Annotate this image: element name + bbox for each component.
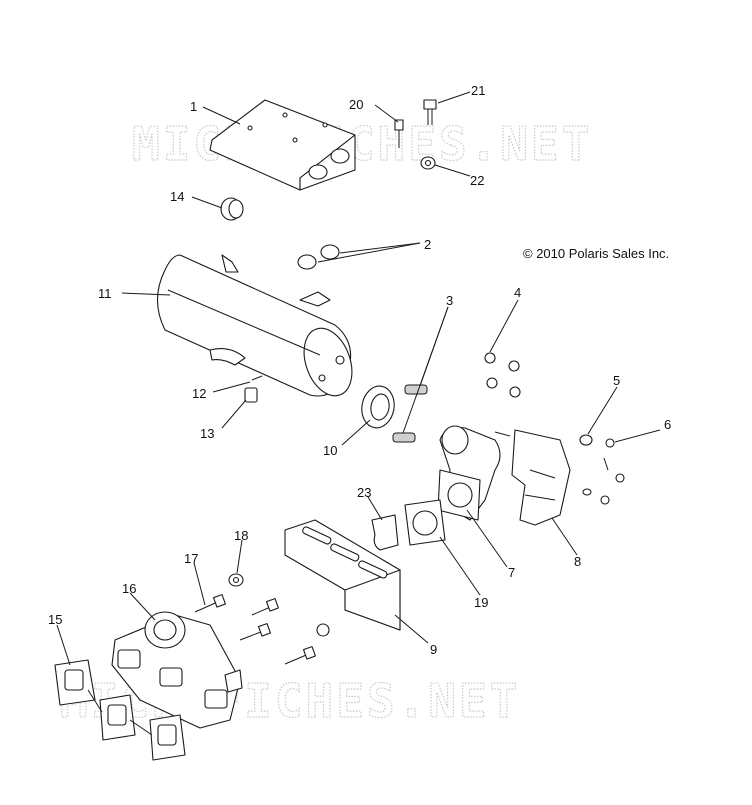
callout-10: 10 bbox=[323, 443, 337, 458]
part-16-manifold bbox=[111, 611, 243, 729]
callout-9: 9 bbox=[430, 642, 437, 657]
callout-19: 19 bbox=[474, 595, 488, 610]
watermark-top: MICROFICHES.NET bbox=[132, 117, 592, 171]
callout-18: 18 bbox=[234, 528, 248, 543]
callout-14: 14 bbox=[170, 189, 184, 204]
part-2-grommets bbox=[297, 244, 340, 270]
part-11-muffler bbox=[157, 254, 353, 397]
part-20-bolt bbox=[394, 119, 404, 148]
part-8-heat-shield bbox=[511, 429, 571, 526]
callout-21: 21 bbox=[471, 83, 485, 98]
copyright-notice: © 2010 Polaris Sales Inc. bbox=[523, 246, 670, 261]
callout-22: 22 bbox=[470, 173, 484, 188]
part-12-spring bbox=[251, 375, 263, 381]
callout-15: 15 bbox=[48, 612, 62, 627]
part-3-springs bbox=[392, 384, 428, 443]
part-14-grommet bbox=[220, 197, 244, 221]
part-10-gasket bbox=[361, 385, 395, 429]
part-18-nut bbox=[228, 573, 244, 587]
part-7-exhaust-pipe bbox=[437, 425, 511, 521]
callout-13: 13 bbox=[200, 426, 214, 441]
part-1-bracket bbox=[209, 99, 356, 191]
callout-17: 17 bbox=[184, 551, 198, 566]
leader-lines bbox=[56, 91, 661, 666]
part-17-studs bbox=[194, 594, 330, 665]
callout-16: 16 bbox=[122, 581, 136, 596]
callout-8: 8 bbox=[574, 554, 581, 569]
callout-labels: 1 2 3 4 5 6 7 8 9 10 11 12 13 14 15 16 1… bbox=[48, 83, 671, 657]
callout-11: 11 bbox=[98, 286, 112, 301]
callout-6: 6 bbox=[664, 417, 671, 432]
part-4-nuts bbox=[484, 352, 521, 398]
part-19-gasket bbox=[404, 499, 446, 546]
part-23-clip bbox=[371, 514, 399, 551]
callout-20: 20 bbox=[349, 97, 363, 112]
callout-2: 2 bbox=[424, 237, 431, 252]
part-5-washer bbox=[579, 434, 593, 446]
callout-1: 1 bbox=[190, 99, 197, 114]
callout-23: 23 bbox=[357, 485, 371, 500]
part-22-nut bbox=[420, 156, 436, 170]
callout-12: 12 bbox=[192, 386, 206, 401]
part-6-screws bbox=[582, 438, 625, 505]
callout-7: 7 bbox=[508, 565, 515, 580]
part-9-heat-shield bbox=[284, 519, 401, 631]
callout-4: 4 bbox=[514, 285, 521, 300]
part-13-fitting bbox=[244, 387, 258, 403]
callout-3: 3 bbox=[446, 293, 453, 308]
part-21-bolt bbox=[423, 99, 437, 125]
callout-5: 5 bbox=[613, 373, 620, 388]
part-15-gasket bbox=[54, 659, 186, 761]
